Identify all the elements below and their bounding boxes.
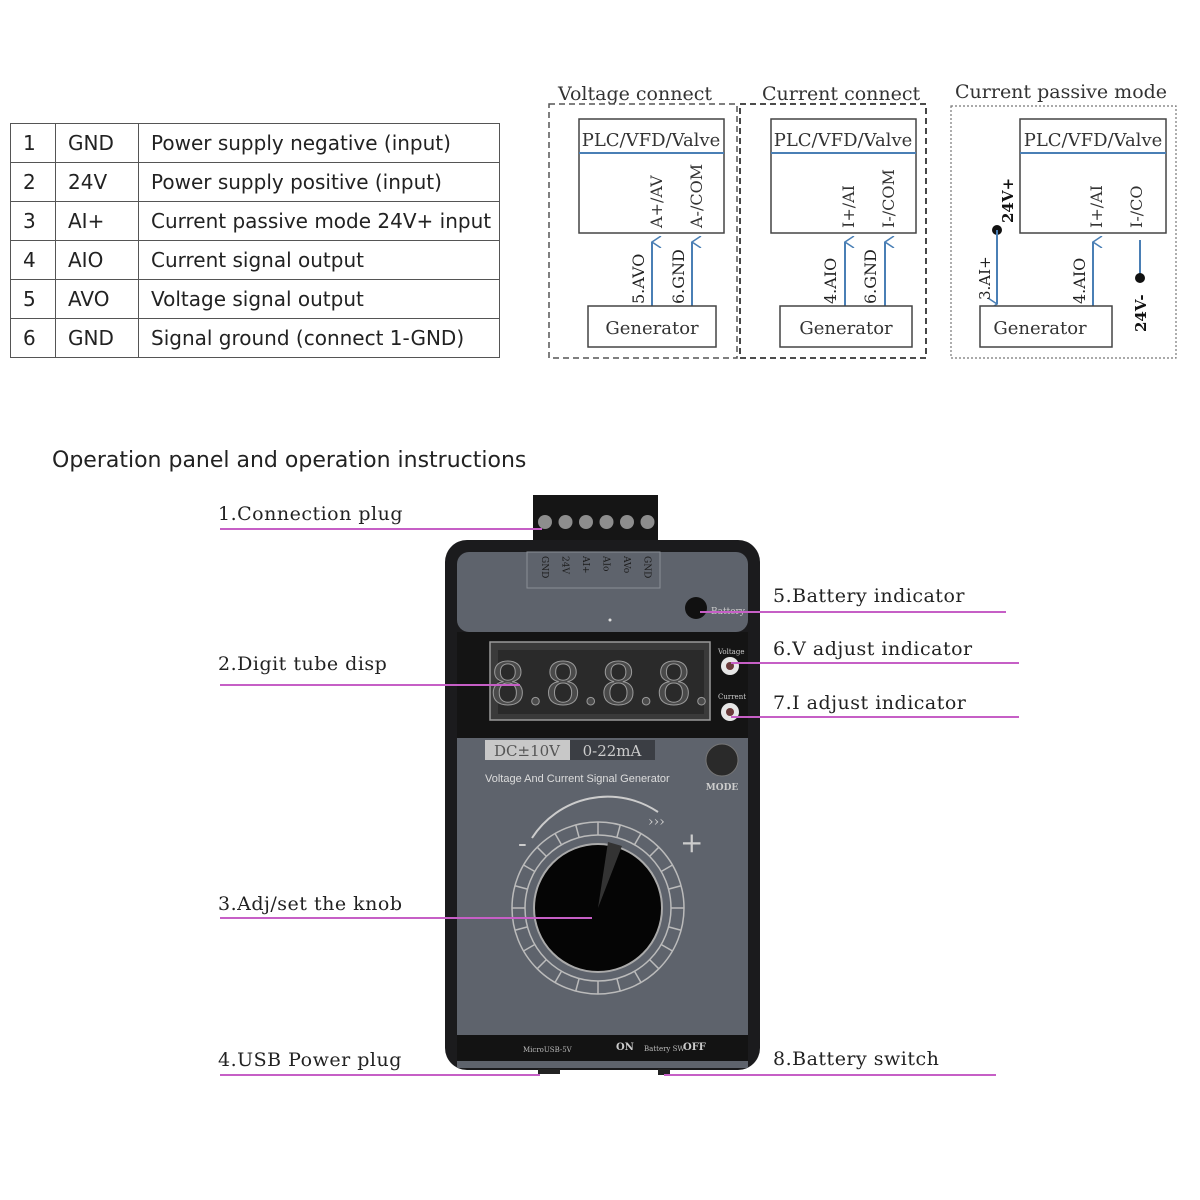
- current-connect-title: Current connect: [762, 83, 921, 105]
- pin-no: 5: [10, 279, 56, 319]
- pin-desc: Voltage signal output: [138, 279, 500, 319]
- pin-no: 3: [10, 201, 56, 241]
- callout-battery-indicator: 5.Battery indicator: [773, 585, 965, 607]
- callout-battery-switch: 8.Battery switch: [773, 1048, 940, 1070]
- plc-label: PLC/VFD/Valve: [582, 130, 721, 151]
- terminal-label: GND: [642, 556, 652, 578]
- pin-name: AI+: [55, 201, 139, 241]
- supply-neg-label: 24V-: [1132, 294, 1150, 332]
- terminal-screw[interactable]: [640, 515, 655, 529]
- pin-name: GND: [55, 318, 139, 358]
- voltage-connect-diagram: Voltage connect PLC/VFD/Valve A+/AV A-/C…: [548, 83, 738, 359]
- current-connect-diagram: Current connect PLC/VFD/Valve I+/AI I-/C…: [739, 83, 927, 359]
- terminal-label: AIo: [601, 555, 611, 571]
- pin-no: 4: [10, 240, 56, 280]
- mode-label: MODE: [706, 783, 739, 793]
- current-range: 0-22mA: [583, 742, 642, 760]
- dashed-frame: [548, 103, 738, 359]
- wiring-diagrams: Voltage connect PLC/VFD/Valve A+/AV A-/C…: [548, 81, 1177, 359]
- battery-switch[interactable]: [658, 1069, 670, 1075]
- voltage-connect-title: Voltage connect: [557, 83, 712, 105]
- terminal-label: A-/COM: [687, 164, 706, 229]
- current-passive-diagram: Current passive mode PLC/VFD/Valve I+/AI…: [950, 81, 1177, 359]
- plc-box: [578, 118, 725, 234]
- callout-connection-plug: 1.Connection plug: [218, 503, 404, 525]
- pin-no: 1: [10, 123, 56, 163]
- wire-label: 6.GND: [669, 249, 688, 304]
- callout-digit-display: 2.Digit tube disp: [218, 653, 388, 675]
- pin-no: 6: [10, 318, 56, 358]
- terminal-screw[interactable]: [599, 515, 614, 529]
- battery-indicator: [685, 597, 707, 619]
- connection-plug: [533, 495, 658, 547]
- pin-desc: Current signal output: [138, 240, 500, 280]
- section-title: Operation panel and operation instructio…: [52, 448, 527, 473]
- voltage-label: Voltage: [717, 648, 744, 656]
- wire-label: 5.AVO: [629, 254, 648, 304]
- terminal-label: I+/AI: [1087, 185, 1106, 228]
- product-name: Voltage And Current Signal Generator: [485, 773, 670, 785]
- terminal-label: I-/CO: [1127, 186, 1146, 228]
- pin-name: AVO: [55, 279, 139, 319]
- switch-name-label: Battery SW: [644, 1045, 685, 1053]
- current-passive-title: Current passive mode: [955, 81, 1167, 103]
- digit-display: 8.8.8.8.: [489, 650, 710, 718]
- pin-desc: Power supply negative (input): [138, 123, 500, 163]
- terminal-screw[interactable]: [558, 515, 573, 529]
- generator-label: Generator: [799, 318, 893, 339]
- plc-label: PLC/VFD/Valve: [1024, 130, 1163, 151]
- callout-usb-plug: 4.USB Power plug: [218, 1049, 402, 1071]
- callout-i-indicator: 7.I adjust indicator: [773, 692, 967, 714]
- terminal-label: A+/AV: [647, 175, 666, 229]
- callout-v-indicator: 6.V adjust indicator: [773, 638, 973, 660]
- terminal-screw[interactable]: [538, 515, 552, 529]
- callout-knob: 3.Adj/set the knob: [218, 893, 403, 915]
- pin-desc: Signal ground (connect 1-GND): [138, 318, 500, 358]
- generator-label: Generator: [605, 318, 699, 339]
- terminal-screw[interactable]: [620, 515, 634, 529]
- voltage-range: DC±10V: [494, 742, 561, 760]
- terminal-label: GND: [539, 556, 549, 578]
- voltage-indicator: [726, 662, 734, 670]
- usb-port[interactable]: [538, 1069, 560, 1074]
- current-indicator: [726, 708, 734, 716]
- wire-label: 4.AIO: [1070, 258, 1089, 304]
- terminal-label: AI+: [580, 555, 590, 574]
- switch-off-label: OFF: [683, 1042, 706, 1053]
- minus-label: -: [518, 829, 527, 859]
- plc-label: PLC/VFD/Valve: [774, 130, 913, 151]
- pin-name: AIO: [55, 240, 139, 280]
- pin-desc: Power supply positive (input): [138, 162, 500, 202]
- current-label: Current: [718, 693, 746, 701]
- pin-name: 24V: [55, 162, 139, 202]
- terminal-label: I-/COM: [879, 169, 898, 228]
- wire-label: 4.AIO: [821, 258, 840, 304]
- usb-label: MicroUSB-5V: [523, 1046, 573, 1054]
- pin-no: 2: [10, 162, 56, 202]
- pin-name: GND: [55, 123, 139, 163]
- generator-box: [587, 305, 717, 348]
- terminal-label: 24V: [560, 556, 570, 574]
- plus-label: +: [680, 826, 703, 859]
- terminal-screw[interactable]: [579, 515, 593, 529]
- wire-label: 6.GND: [861, 249, 880, 304]
- mode-button[interactable]: [705, 743, 739, 777]
- supply-pos-label: 24V+: [999, 178, 1017, 223]
- svg-text:›››: ›››: [648, 814, 665, 830]
- terminal-label: I+/AI: [839, 185, 858, 228]
- switch-on-label: ON: [616, 1042, 634, 1053]
- wire-label: 3.AI+: [976, 256, 994, 300]
- terminal-label: AVo: [621, 555, 631, 573]
- pin-desc: Current passive mode 24V+ input: [138, 201, 500, 241]
- generator-label: Generator: [993, 318, 1087, 339]
